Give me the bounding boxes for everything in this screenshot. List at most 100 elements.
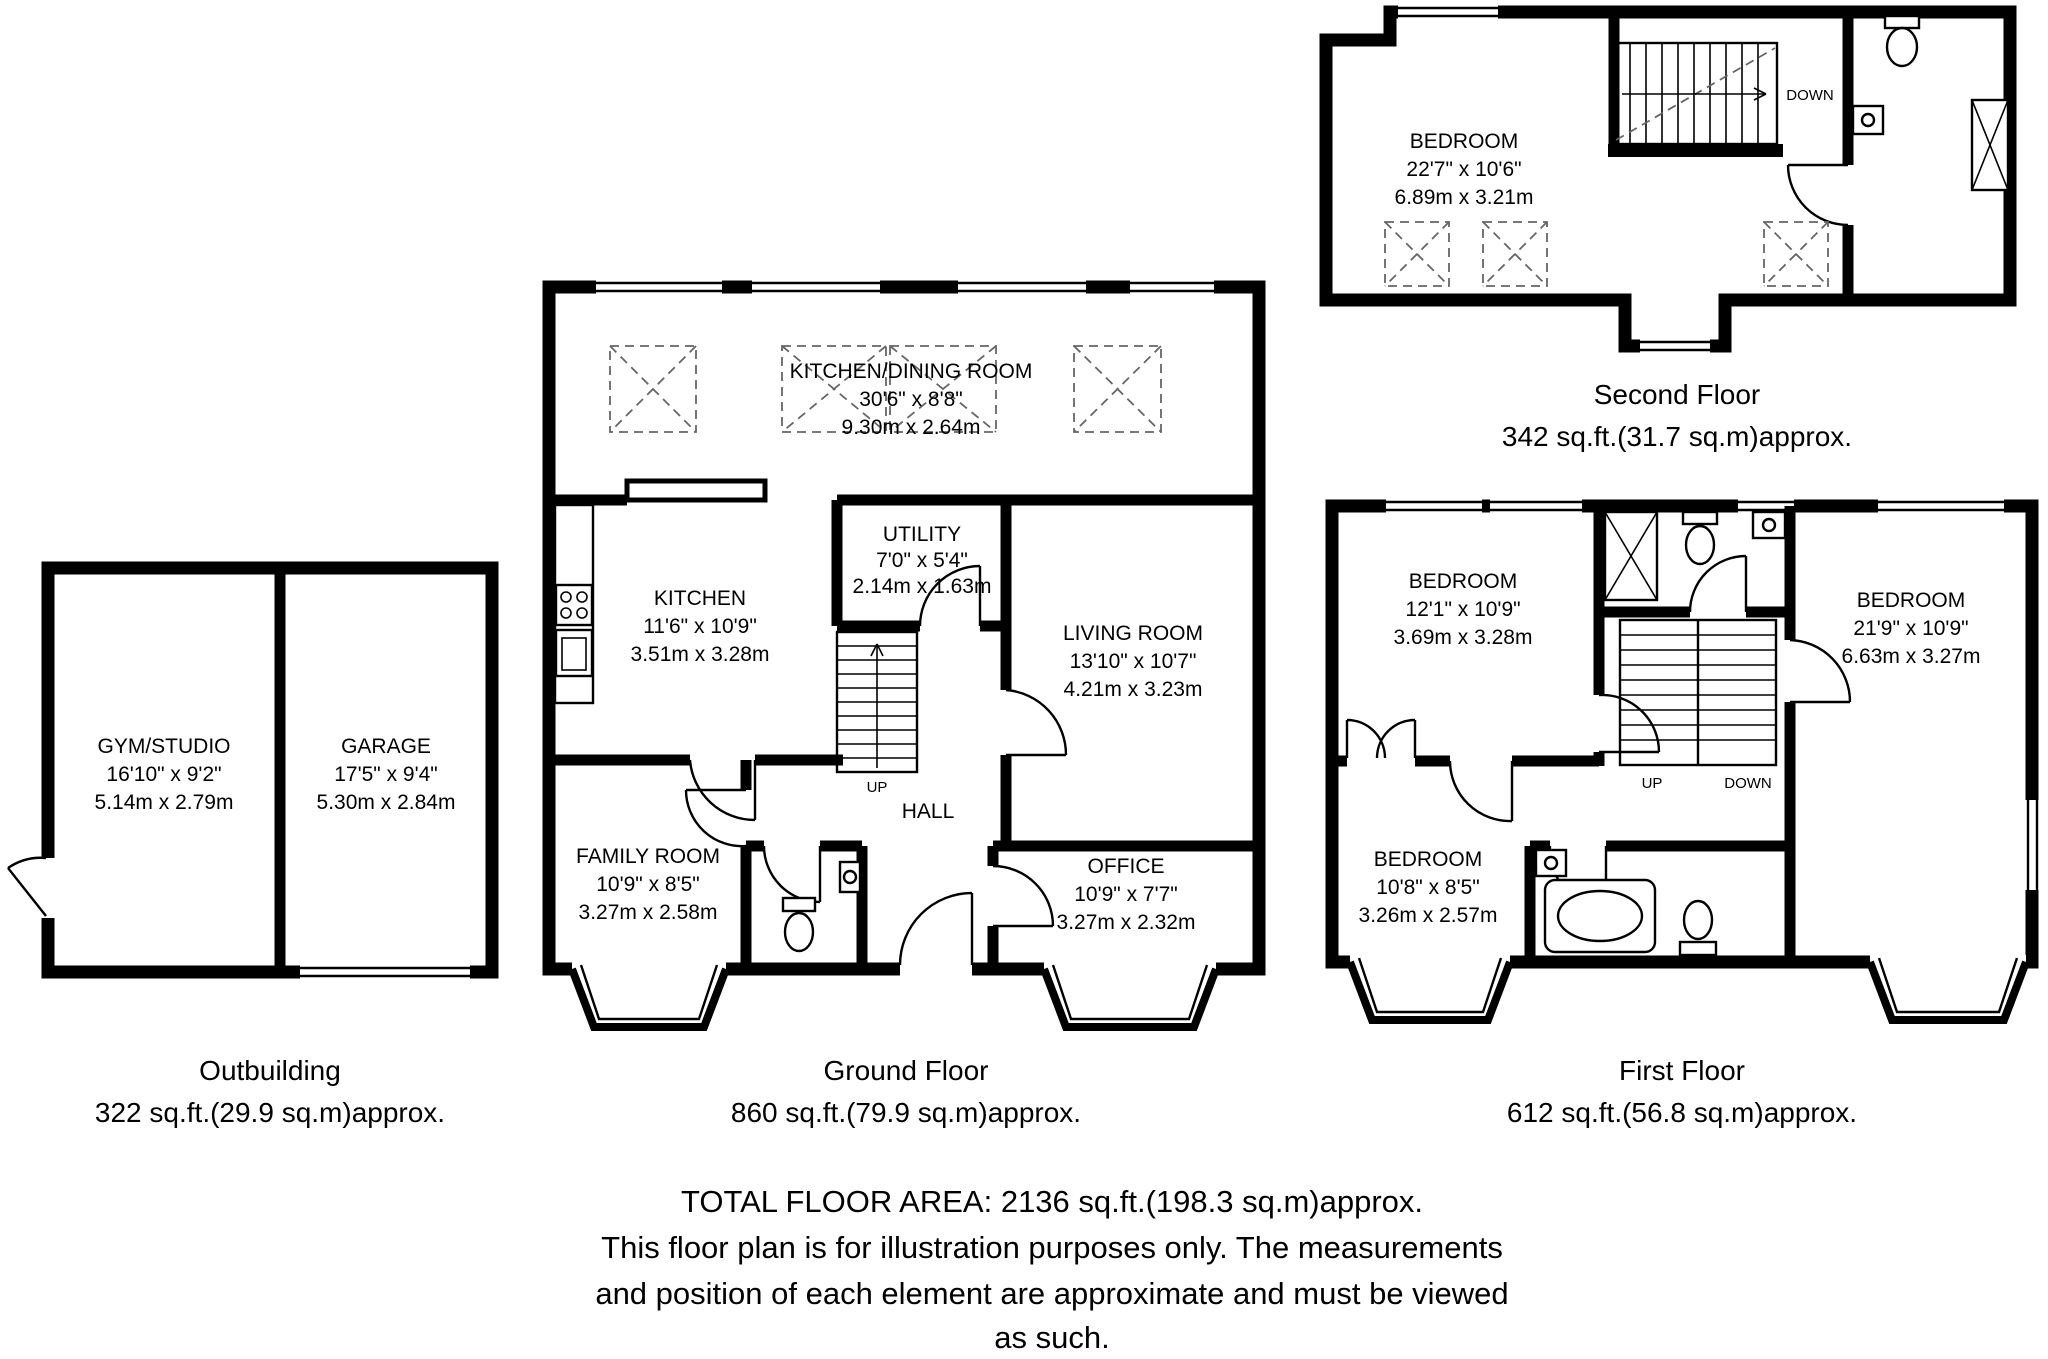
kitchen-counter: [553, 503, 595, 705]
stairs-up-label: UP: [867, 779, 888, 796]
sink-icon: [838, 860, 862, 894]
skylight: [609, 345, 697, 433]
bathtub-icon: [1543, 878, 1657, 954]
office-label: OFFICE 10'9" x 7'7" 3.27m x 2.32m: [1057, 855, 1196, 934]
office-metric: 3.27m x 2.32m: [1057, 911, 1196, 934]
kitchen-metric: 3.51m x 3.28m: [631, 643, 770, 666]
second-bedroom-imperial: 22'7" x 10'6": [1406, 158, 1521, 181]
kitchen-name: KITCHEN: [654, 587, 746, 610]
sink-icon: [1751, 510, 1787, 540]
toilet-icon: [1681, 510, 1719, 566]
kitchen-dining-name: KITCHEN/DINING ROOM: [790, 360, 1033, 383]
kitchen-dining-label: KITCHEN/DINING ROOM 30'6" x 8'8" 9.30m x…: [790, 360, 1033, 439]
stairs: UP DOWN: [1618, 618, 1778, 792]
bedroom-rear-metric: 3.26m x 2.57m: [1359, 904, 1498, 927]
sink-icon: [1534, 848, 1568, 878]
door: [918, 564, 982, 627]
bay-window: [1866, 957, 2030, 1024]
hob-icon: [554, 583, 594, 627]
utility-name: UTILITY: [883, 523, 961, 546]
gym-room-label: GYM/STUDIO 16'10" x 9'2" 5.14m x 2.79m: [95, 735, 234, 814]
bedroom-large-imperial: 21'9" x 10'9": [1853, 617, 1968, 640]
first-floor-caption: First Floor: [1619, 1055, 1745, 1086]
second-floor-area: 342 sq.ft.(31.7 sq.m)approx.: [1502, 421, 1852, 452]
front-door: [898, 891, 974, 966]
captions: Second Floor 342 sq.ft.(31.7 sq.m)approx…: [95, 379, 1857, 1128]
first-interior-walls: [1332, 506, 1796, 962]
family-room-label: FAMILY ROOM 10'9" x 8'5" 3.27m x 2.58m: [576, 845, 720, 924]
skylight: [781, 345, 887, 433]
bedroom-front-imperial: 12'1" x 10'9": [1405, 598, 1520, 621]
ground-interior-walls: [549, 494, 1259, 969]
utility-label: UTILITY 7'0" x 5'4" 2.14m x 1.63m: [853, 523, 992, 598]
bedroom-rear-name: BEDROOM: [1374, 848, 1483, 871]
door: [992, 864, 1055, 928]
window: [752, 279, 880, 295]
gym-dim-metric: 5.14m x 2.79m: [95, 791, 234, 814]
ground-floor-plan: UP: [542, 279, 1266, 1031]
garage-dim-imperial: 17'5" x 9'4": [334, 763, 438, 786]
toilet-icon: [1678, 899, 1718, 957]
eaves-storage: [1763, 221, 1829, 287]
skylight: [1073, 345, 1162, 433]
bedroom-large-name: BEDROOM: [1857, 589, 1966, 612]
second-bedroom-name: BEDROOM: [1410, 130, 1519, 153]
door: [688, 759, 757, 822]
bedroom-front-metric: 3.69m x 3.28m: [1394, 626, 1533, 649]
chimney-breast: [624, 478, 768, 503]
door: [1789, 638, 1852, 704]
second-bedroom-label: BEDROOM 22'7" x 10'6" 6.89m x 3.21m: [1395, 130, 1534, 209]
utility-metric: 2.14m x 1.63m: [853, 575, 992, 598]
stairs-down-label: DOWN: [1786, 87, 1834, 104]
kitchen-label: KITCHEN 11'6" x 10'9" 3.51m x 3.28m: [631, 587, 770, 666]
total-floor-area: TOTAL FLOOR AREA: 2136 sq.ft.(198.3 sq.m…: [681, 1184, 1423, 1219]
bay-window: [1040, 964, 1220, 1031]
toilet-icon: [781, 896, 817, 953]
shower-icon: [1970, 98, 2010, 192]
window: [1130, 279, 1214, 295]
bedroom-rear-imperial: 10'8" x 8'5": [1376, 876, 1480, 899]
window: [1398, 4, 1498, 20]
door: [1448, 760, 1514, 823]
garage-door: [300, 964, 470, 980]
second-bedroom-metric: 6.89m x 3.21m: [1395, 186, 1534, 209]
kitchen-dining-imperial: 30'6" x 8'8": [859, 388, 963, 411]
outbuilding-entrance-door: [7, 856, 56, 918]
skylight: [889, 345, 997, 433]
ground-floor-caption: Ground Floor: [824, 1055, 989, 1086]
outbuilding-area: 322 sq.ft.(29.9 sq.m)approx.: [95, 1097, 445, 1128]
gym-room-name: GYM/STUDIO: [97, 735, 230, 758]
utility-imperial: 7'0" x 5'4": [876, 549, 968, 572]
living-room-metric: 4.21m x 3.23m: [1064, 678, 1203, 701]
garage-room-name: GARAGE: [341, 735, 431, 758]
family-room-metric: 3.27m x 2.58m: [579, 901, 718, 924]
eaves-storage: [1482, 221, 1548, 287]
window: [596, 279, 722, 295]
kitchen-imperial: 11'6" x 10'9": [643, 615, 757, 638]
stairs-up-label: UP: [1642, 775, 1663, 792]
hall-label: HALL: [902, 800, 955, 823]
window: [1878, 498, 2004, 514]
stairs: DOWN: [1608, 12, 1834, 157]
bedroom-large-label: BEDROOM 21'9" x 10'9" 6.63m x 3.27m: [1842, 589, 1981, 668]
window: [1490, 498, 1582, 514]
door: [1598, 693, 1661, 754]
bedroom-front-name: BEDROOM: [1409, 570, 1518, 593]
living-room-imperial: 13'10" x 10'7": [1070, 650, 1197, 673]
stairs-down-label: DOWN: [1724, 775, 1772, 792]
second-floor-caption: Second Floor: [1594, 379, 1761, 410]
living-room-label: LIVING ROOM 13'10" x 10'7" 4.21m x 3.23m: [1063, 622, 1203, 701]
kitchen-dining-metric: 9.30m x 2.64m: [842, 416, 981, 439]
family-room-imperial: 10'9" x 8'5": [596, 873, 700, 896]
bay-window: [1346, 957, 1514, 1024]
family-room-name: FAMILY ROOM: [576, 845, 720, 868]
kitchen-sink-icon: [554, 628, 594, 678]
door: [1005, 688, 1068, 757]
shower-icon: [1603, 510, 1659, 602]
disclaimer-line-3: as such.: [994, 1320, 1109, 1355]
footer-disclaimer: TOTAL FLOOR AREA: 2136 sq.ft.(198.3 sq.m…: [595, 1184, 1508, 1355]
ground-floor-area: 860 sq.ft.(79.9 sq.m)approx.: [731, 1097, 1081, 1128]
first-floor-plan: UP DOWN: [1325, 498, 2040, 1024]
window: [1640, 338, 1710, 354]
